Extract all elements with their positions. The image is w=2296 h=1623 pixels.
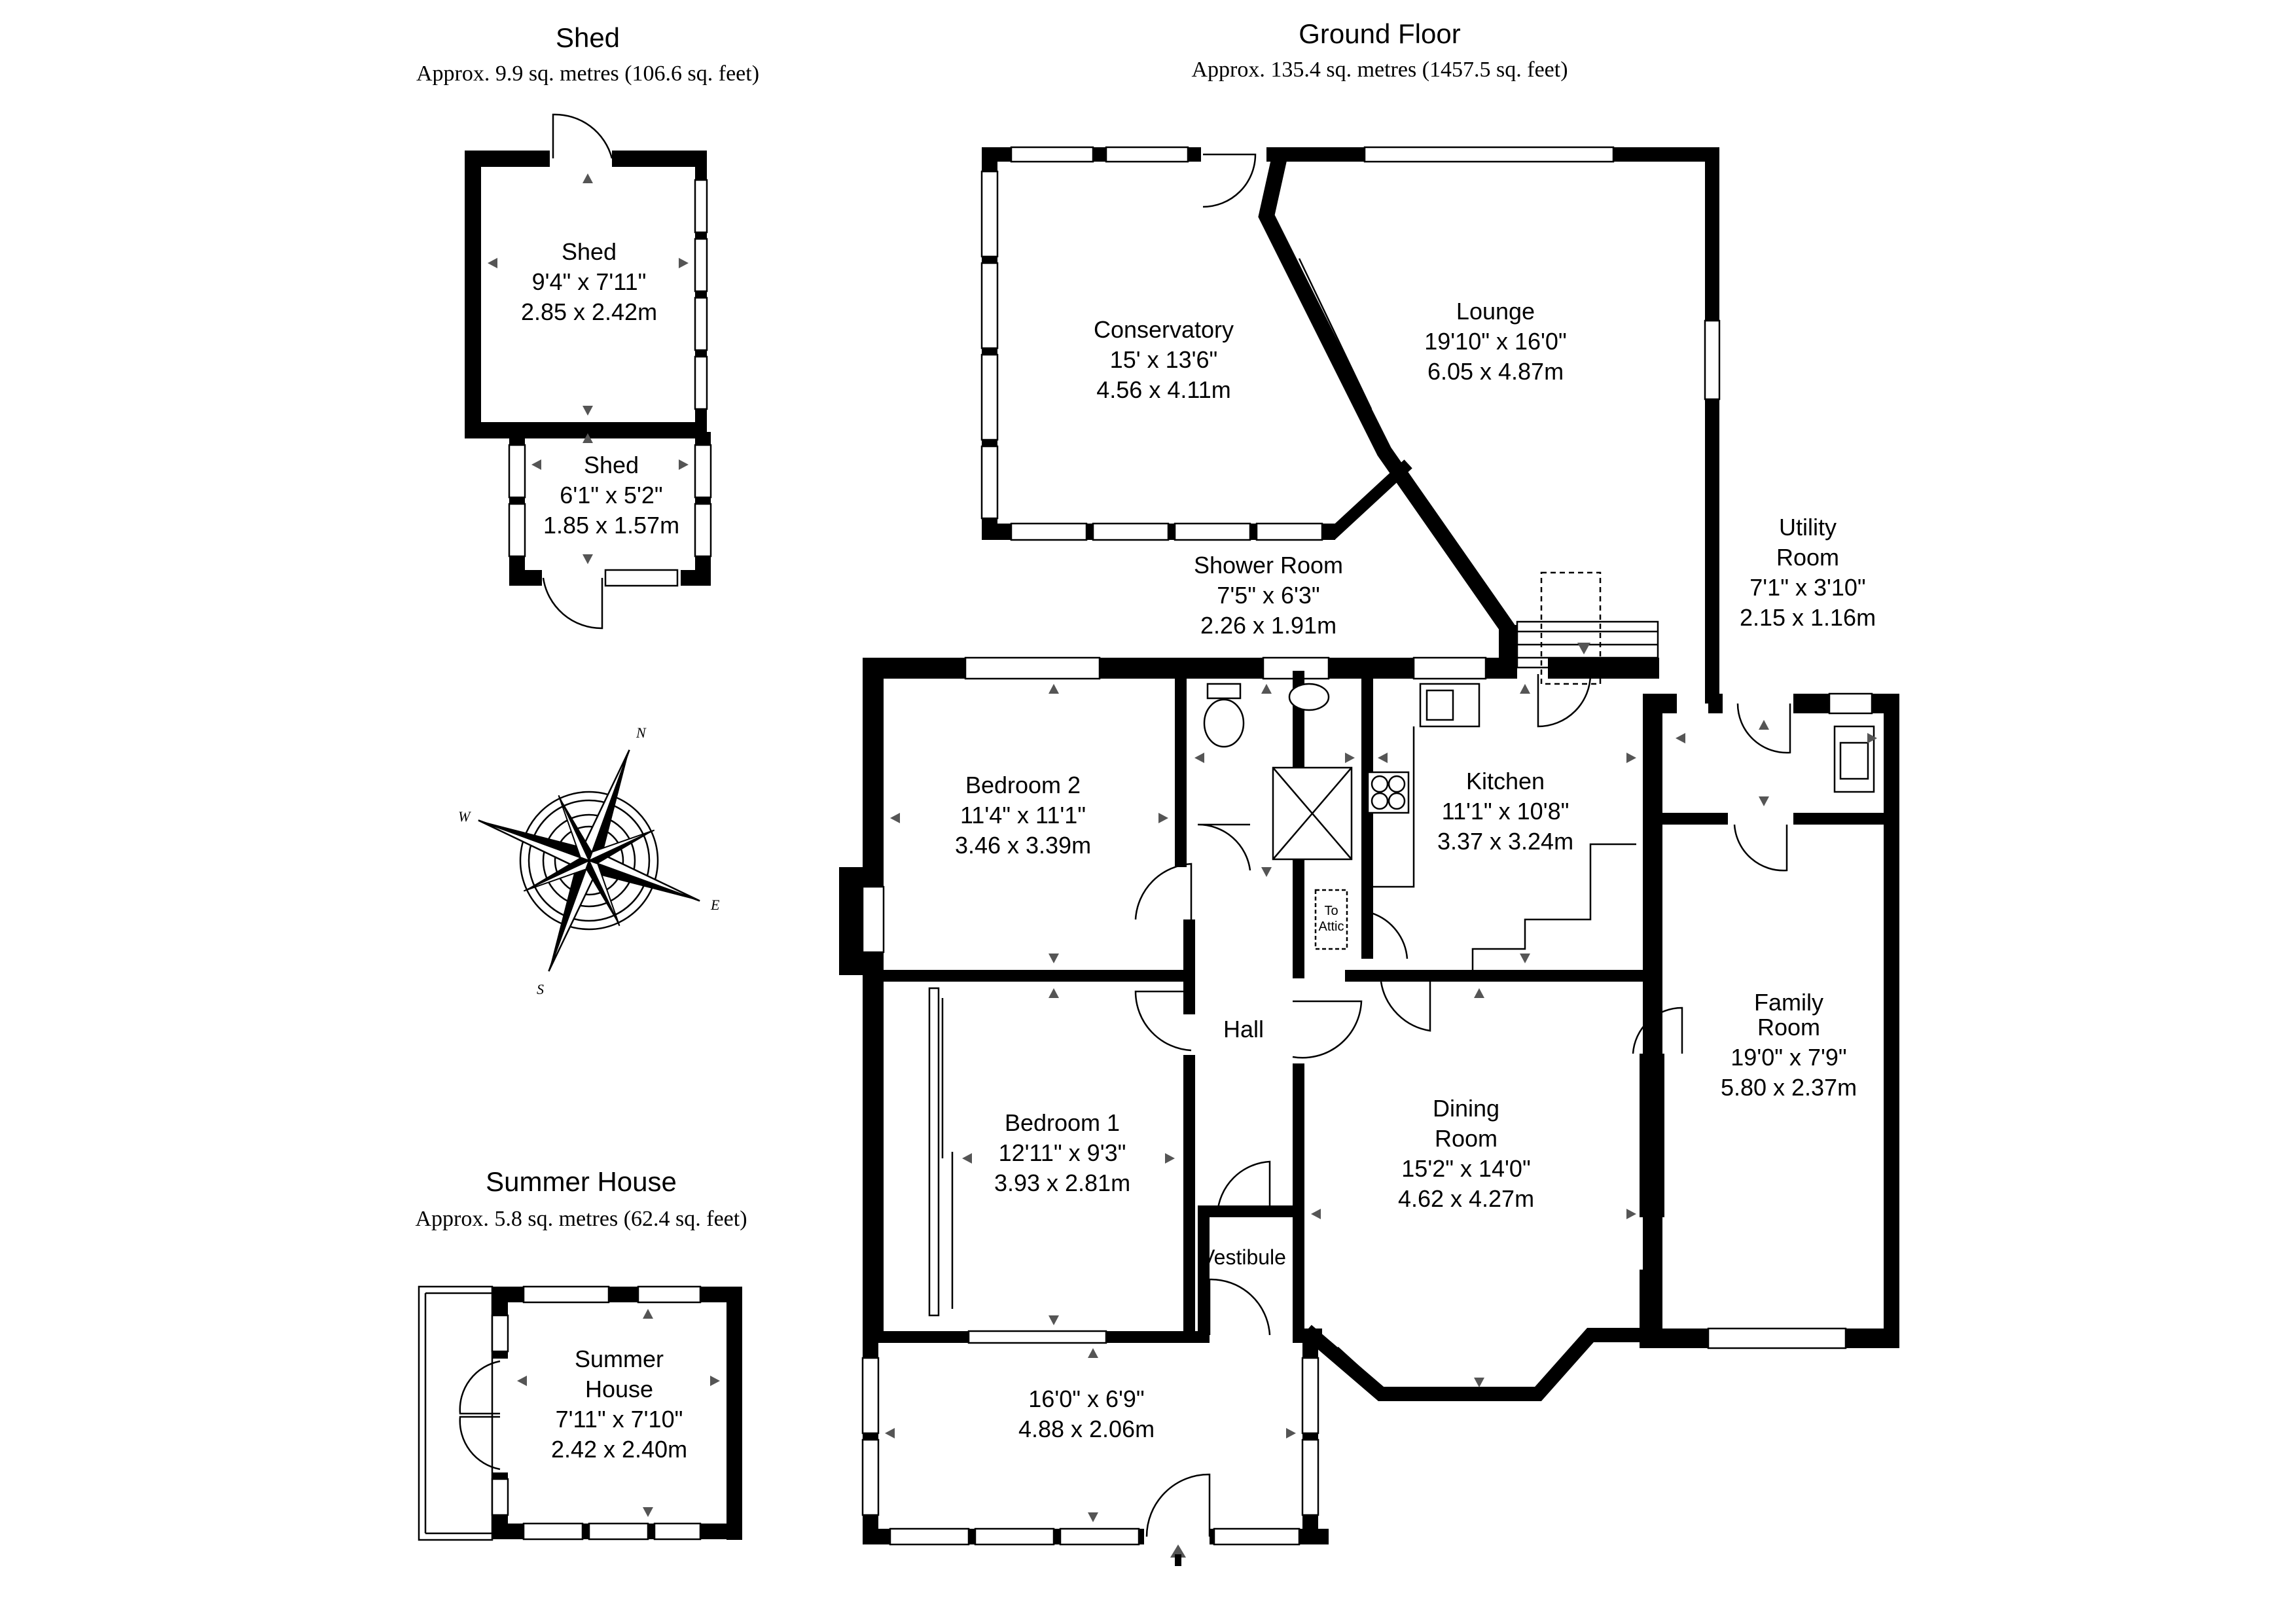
fixtures	[928, 683, 1875, 1317]
compass-e: E	[710, 897, 720, 913]
shed-small-name: Shed	[584, 452, 639, 478]
ground-floor-title: Ground Floor	[1299, 18, 1460, 49]
summer-house-metric: 2.42 x 2.40m	[551, 1436, 687, 1463]
bedroom1-imperial: 12'11" x 9'3"	[999, 1139, 1126, 1166]
bedroom2-imperial: 11'4" x 11'1"	[960, 802, 1086, 829]
porch-metric: 4.88 x 2.06m	[1018, 1416, 1155, 1442]
vestibule-name: Vestibule	[1201, 1245, 1286, 1269]
kitchen-name: Kitchen	[1466, 768, 1545, 794]
conservatory-imperial: 15' x 13'6"	[1110, 346, 1218, 373]
utility-room-imperial: 7'1" x 3'10"	[1749, 574, 1865, 601]
bedroom1-metric: 3.93 x 2.81m	[994, 1169, 1130, 1196]
utility-room-name-1: Utility	[1779, 514, 1837, 541]
dining-room-metric: 4.62 x 4.27m	[1398, 1185, 1534, 1212]
ground-floor-doors	[1134, 673, 1791, 1537]
summer-house-imperial: 7'11" x 7'10"	[556, 1406, 683, 1433]
lounge-metric: 6.05 x 4.87m	[1427, 358, 1564, 385]
shed-small-imperial: 6'1" x 5'2"	[560, 482, 662, 508]
shed-small-metric: 1.85 x 1.57m	[543, 512, 679, 539]
summer-house-section-area: Approx. 5.8 sq. metres (62.4 sq. feet)	[415, 1207, 747, 1231]
compass-n: N	[636, 724, 647, 741]
dining-room-imperial: 15'2" x 14'0"	[1401, 1155, 1530, 1182]
shed-main-name: Shed	[562, 238, 617, 265]
shower-room-metric: 2.26 x 1.91m	[1200, 612, 1336, 639]
dimension-arrows	[885, 684, 1877, 1566]
lounge-name: Lounge	[1456, 298, 1535, 325]
kitchen-metric: 3.37 x 3.24m	[1437, 828, 1573, 855]
shed-building	[465, 113, 712, 630]
shower-room-name: Shower Room	[1194, 552, 1343, 579]
bedroom1-name: Bedroom 1	[1005, 1109, 1120, 1136]
kitchen-imperial: 11'1" x 10'8"	[1442, 798, 1570, 825]
shower-room-imperial: 7'5" x 6'3"	[1217, 582, 1319, 609]
dining-room-name-2: Room	[1435, 1125, 1498, 1152]
utility-room-name-2: Room	[1776, 544, 1839, 571]
compass-rose-icon: N S E W	[458, 724, 720, 997]
lounge-imperial: 19'10" x 16'0"	[1424, 328, 1566, 355]
family-room-imperial: 19'0" x 7'9"	[1731, 1044, 1846, 1071]
shed-main-imperial: 9'4" x 7'11"	[532, 268, 647, 295]
shed-main-metric: 2.85 x 2.42m	[521, 298, 657, 325]
to-attic-line1: To	[1324, 904, 1338, 918]
shed-section-title: Shed	[556, 22, 620, 53]
bedroom2-metric: 3.46 x 3.39m	[955, 832, 1091, 859]
summer-house-building	[418, 1285, 742, 1541]
compass-w: W	[458, 808, 471, 825]
dining-room-name-1: Dining	[1433, 1095, 1499, 1122]
shed-section-area: Approx. 9.9 sq. metres (106.6 sq. feet)	[416, 62, 759, 86]
family-room-metric: 5.80 x 2.37m	[1721, 1074, 1857, 1101]
summer-house-name-1: Summer	[575, 1346, 664, 1372]
summer-house-name-2: House	[585, 1376, 653, 1402]
utility-room-metric: 2.15 x 1.16m	[1740, 604, 1876, 631]
family-room-name-2: Room	[1757, 1014, 1820, 1041]
to-attic-line2: Attic	[1319, 919, 1344, 934]
summer-house-section-title: Summer House	[486, 1166, 677, 1197]
family-room-name-1: Family	[1754, 989, 1823, 1016]
conservatory-name: Conservatory	[1094, 316, 1234, 343]
ground-floor-walls	[839, 146, 1899, 1546]
conservatory-metric: 4.56 x 4.11m	[1096, 376, 1230, 403]
compass-s: S	[537, 981, 544, 997]
porch-imperial: 16'0" x 6'9"	[1028, 1385, 1144, 1412]
bedroom2-name: Bedroom 2	[965, 772, 1081, 798]
hall-name: Hall	[1223, 1016, 1264, 1043]
ground-floor-area: Approx. 135.4 sq. metres (1457.5 sq. fee…	[1191, 58, 1568, 82]
